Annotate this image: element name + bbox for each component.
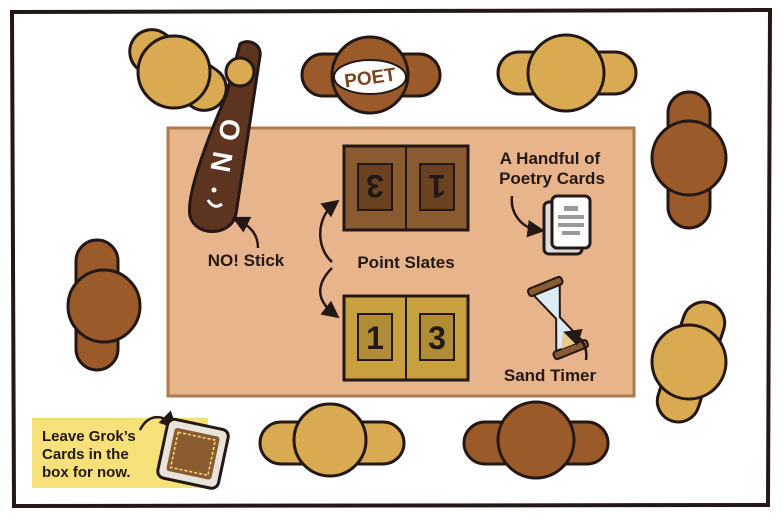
frame-border xyxy=(9,7,773,509)
player-top-left xyxy=(128,28,228,112)
player-poet: POET xyxy=(300,35,442,115)
arrow-to-stick xyxy=(231,216,260,249)
player-bottom-right xyxy=(462,400,610,480)
slate-top-left-digit: 3 xyxy=(366,168,384,204)
poetry-cards-icon xyxy=(542,194,592,256)
player-top-right xyxy=(496,33,638,113)
no-stick-label: NO! Stick xyxy=(208,251,285,270)
slate-top-right-digit: 1 xyxy=(428,168,446,204)
poetry-cards-label-line1: A Handful of xyxy=(500,149,601,168)
player-left xyxy=(66,238,142,372)
player-right-bottom xyxy=(650,300,728,424)
note-line-3: box for now. xyxy=(42,464,131,481)
arrow-to-cards xyxy=(510,195,545,238)
arrow-to-slate-bottom xyxy=(319,267,340,319)
arrow-to-slate-top xyxy=(319,199,340,263)
player-bottom-left xyxy=(258,402,406,478)
stick-letter-o: O xyxy=(212,116,246,143)
player-right-top xyxy=(650,90,728,230)
note-line-1: Leave Grok’s xyxy=(42,428,136,445)
poetry-cards-label-line2: Poetry Cards xyxy=(499,169,605,188)
point-slates-label: Point Slates xyxy=(357,253,454,272)
slate-bottom-right-digit: 3 xyxy=(428,320,446,356)
sand-timer-label: Sand Timer xyxy=(504,366,597,385)
note-line-2: Cards in the xyxy=(42,446,129,463)
slate-bottom-left-digit: 1 xyxy=(366,320,384,356)
grok-card-box-icon xyxy=(156,417,230,490)
point-slate-top: 3 1 xyxy=(342,144,470,232)
arrow-to-timer xyxy=(563,329,588,361)
point-slate-bottom: 1 3 xyxy=(342,294,470,382)
no-stick: O N xyxy=(187,40,262,233)
